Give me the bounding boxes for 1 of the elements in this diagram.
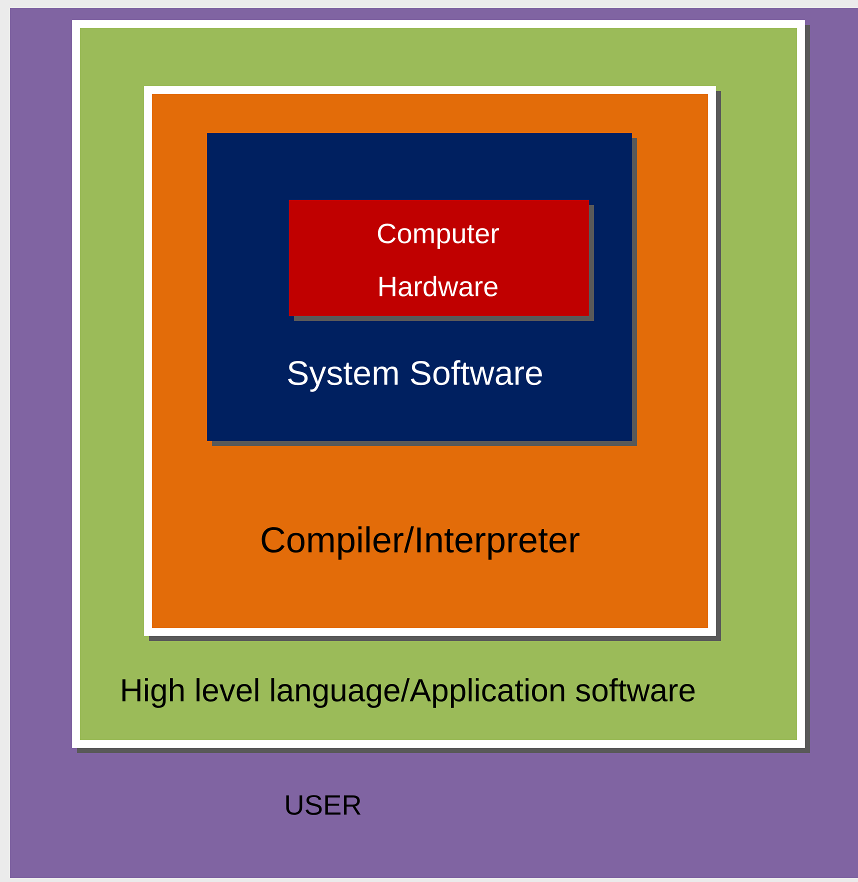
layer-box: Computer Hardware [289,200,594,321]
